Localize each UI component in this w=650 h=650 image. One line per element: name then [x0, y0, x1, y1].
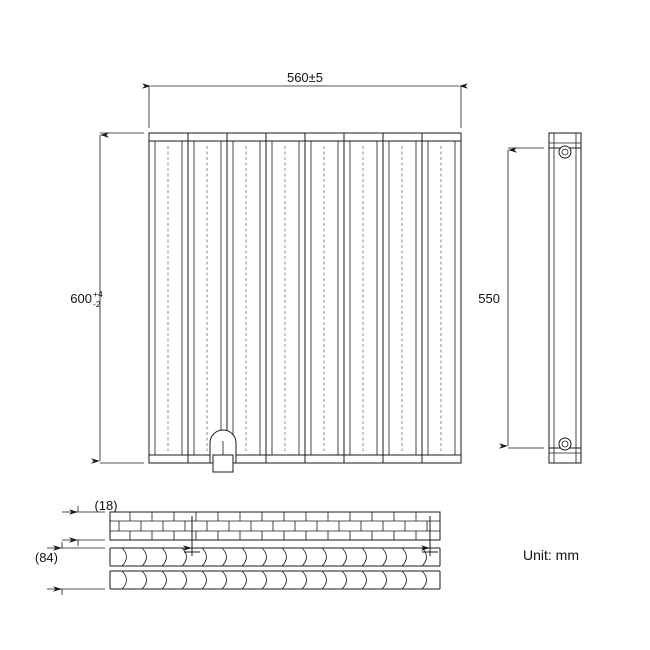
front-panel-rails	[154, 141, 456, 455]
dimension-width: 560±5	[142, 70, 468, 128]
dimension-height-tol-minus: -2	[93, 299, 101, 309]
top-view-fins-lower	[109, 570, 441, 590]
dimension-width-label: 560±5	[287, 70, 323, 85]
front-view	[148, 132, 462, 473]
top-view-fins-middle	[109, 547, 441, 567]
dimension-height: 600 +4 -2	[70, 132, 144, 464]
front-valve-detail	[209, 429, 237, 473]
top-view-brick-pattern	[118, 512, 428, 540]
side-view	[548, 132, 582, 464]
dimension-height-tol-plus: +4	[93, 289, 103, 299]
top-view-connectors	[183, 516, 438, 556]
dimension-side-height-label: 550	[478, 291, 500, 306]
dimension-side-height: 550	[478, 147, 544, 449]
dimension-depth-large-label: (84)	[35, 550, 58, 565]
unit-label: Unit: mm	[523, 547, 579, 563]
top-view	[109, 511, 441, 590]
dimension-depth-large: (84)	[35, 542, 63, 595]
dimension-depth-small-label: (18)	[94, 498, 117, 513]
dimension-height-label: 600	[70, 291, 92, 306]
front-panel-creases	[167, 146, 442, 451]
front-panel-separators	[187, 133, 423, 463]
dimension-depth-small: (18)	[69, 498, 118, 546]
